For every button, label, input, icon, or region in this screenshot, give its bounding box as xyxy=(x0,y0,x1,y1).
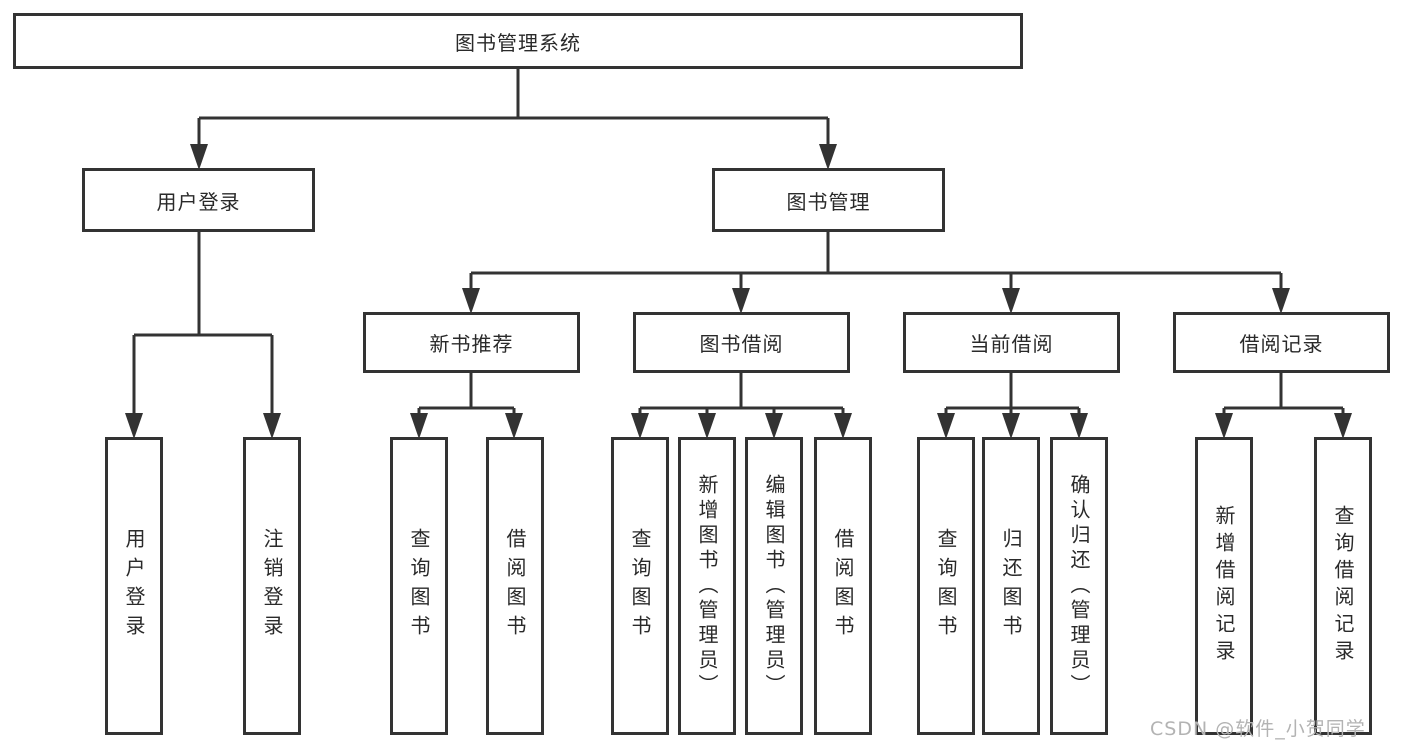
leaf-add-borrow-record: 新增借阅记录 xyxy=(1195,437,1253,735)
node-borrow-records: 借阅记录 xyxy=(1173,312,1390,373)
node-current-borrow: 当前借阅 xyxy=(903,312,1120,373)
node-root: 图书管理系统 xyxy=(13,13,1023,69)
leaf-user-login: 用户登录 xyxy=(105,437,163,735)
leaf-borrow-books-2: 借阅图书 xyxy=(814,437,872,735)
leaf-return-books: 归还图书 xyxy=(982,437,1040,735)
leaf-confirm-return-admin: 确认归还（管理员） xyxy=(1050,437,1108,735)
leaf-query-books-2: 查询图书 xyxy=(611,437,669,735)
watermark: CSDN @软件_小贺同学 xyxy=(1150,718,1366,740)
leaf-query-borrow-record: 查询借阅记录 xyxy=(1314,437,1372,735)
leaf-add-books-admin: 新增图书（管理员） xyxy=(678,437,736,735)
leaf-edit-books-admin: 编辑图书（管理员） xyxy=(745,437,803,735)
node-book-borrow: 图书借阅 xyxy=(633,312,850,373)
node-book-management: 图书管理 xyxy=(712,168,945,232)
leaf-query-books-3: 查询图书 xyxy=(917,437,975,735)
leaf-query-books-1: 查询图书 xyxy=(390,437,448,735)
node-user-login: 用户登录 xyxy=(82,168,315,232)
node-new-book-recommend: 新书推荐 xyxy=(363,312,580,373)
arrowheads xyxy=(125,144,1352,439)
leaf-logout-login: 注销登录 xyxy=(243,437,301,735)
leaf-borrow-books-1: 借阅图书 xyxy=(486,437,544,735)
